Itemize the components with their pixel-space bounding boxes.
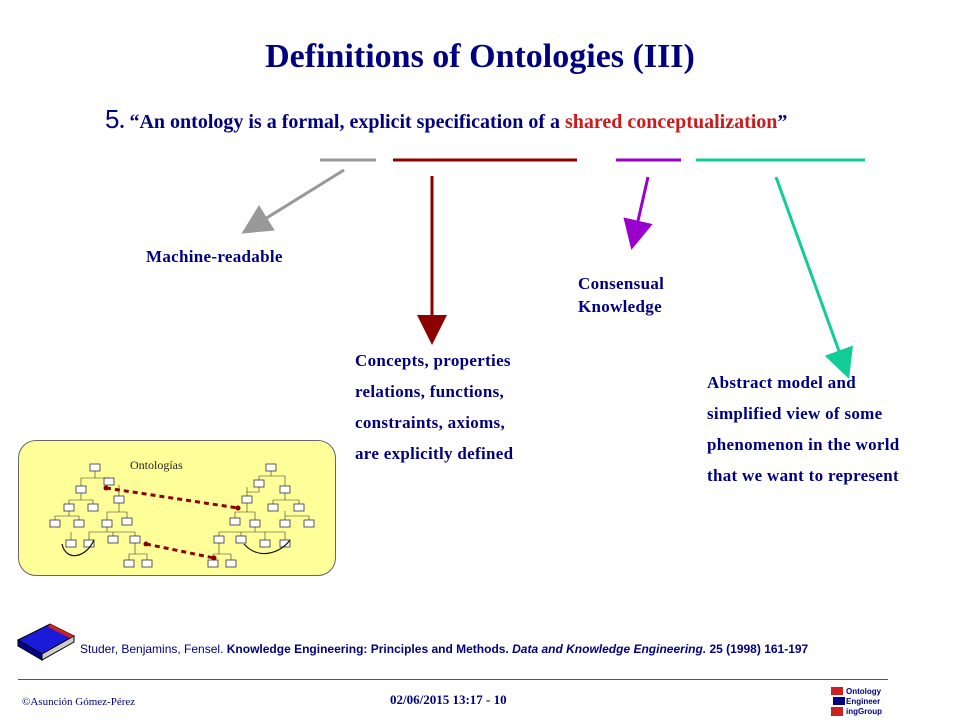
label-abstract-model: Abstract model and simplified view of so… [707,367,900,491]
reference-title: Knowledge Engineering: Principles and Me… [226,642,513,656]
label-line: constraints, axioms, [355,413,506,432]
footer-author: ©Asunción Gómez-Pérez [22,696,136,708]
label-line: Consensual [578,274,665,293]
reference-details: 25 (1998) 161-197 [709,642,809,656]
book-icon [16,623,76,661]
ontologies-label: Ontologías [130,458,183,472]
label-consensual-knowledge: Consensual Knowledge [578,272,664,318]
label-line: Knowledge [578,297,662,316]
definition-number: 5 [105,104,120,134]
quote-highlight: shared conceptualization [565,111,778,133]
quote-close: ” [777,111,788,133]
oeg-logo: Ontology Engineer ingGroup [830,686,882,718]
label-line: Concepts, properties [355,351,511,370]
label-concepts: Concepts, properties relations, function… [355,345,513,469]
label-line: simplified view of some [707,404,883,423]
footer-divider [18,679,888,680]
logo-line: Engineer [846,697,881,706]
label-machine-readable: Machine-readable [146,247,283,266]
reference-authors: Studer, Benjamins, Fensel. [80,642,227,656]
label-line: that we want to represent [707,466,899,485]
footer-datetime: 02/06/2015 13:17 - 10 [390,692,507,707]
definition-quote: 5. “An ontology is a formal, explicit sp… [105,104,787,135]
label-line: are explicitly defined [355,444,514,463]
logo-line: Ontology [846,687,882,696]
oeg-logo-mark [831,687,845,716]
oeg-logo-text: Ontology Engineer ingGroup [846,687,882,717]
label-line: phenomenon in the world [707,435,900,454]
slide-title: Definitions of Ontologies (III) [265,38,695,75]
label-line: Abstract model and [707,373,856,392]
arrow-abstract [774,176,853,379]
ontology-trees-graphic [49,463,315,568]
reference-citation: Studer, Benjamins, Fensel. Knowledge Eng… [80,642,808,656]
reference-journal: Data and Knowledge Engineering. [512,642,710,656]
label-line: relations, functions, [355,382,505,401]
arrow-consensual [623,176,653,250]
logo-line: ingGroup [846,707,882,716]
arrow-machine-readable [241,168,345,234]
quote-text: . “An ontology is a formal, explicit spe… [119,111,565,133]
